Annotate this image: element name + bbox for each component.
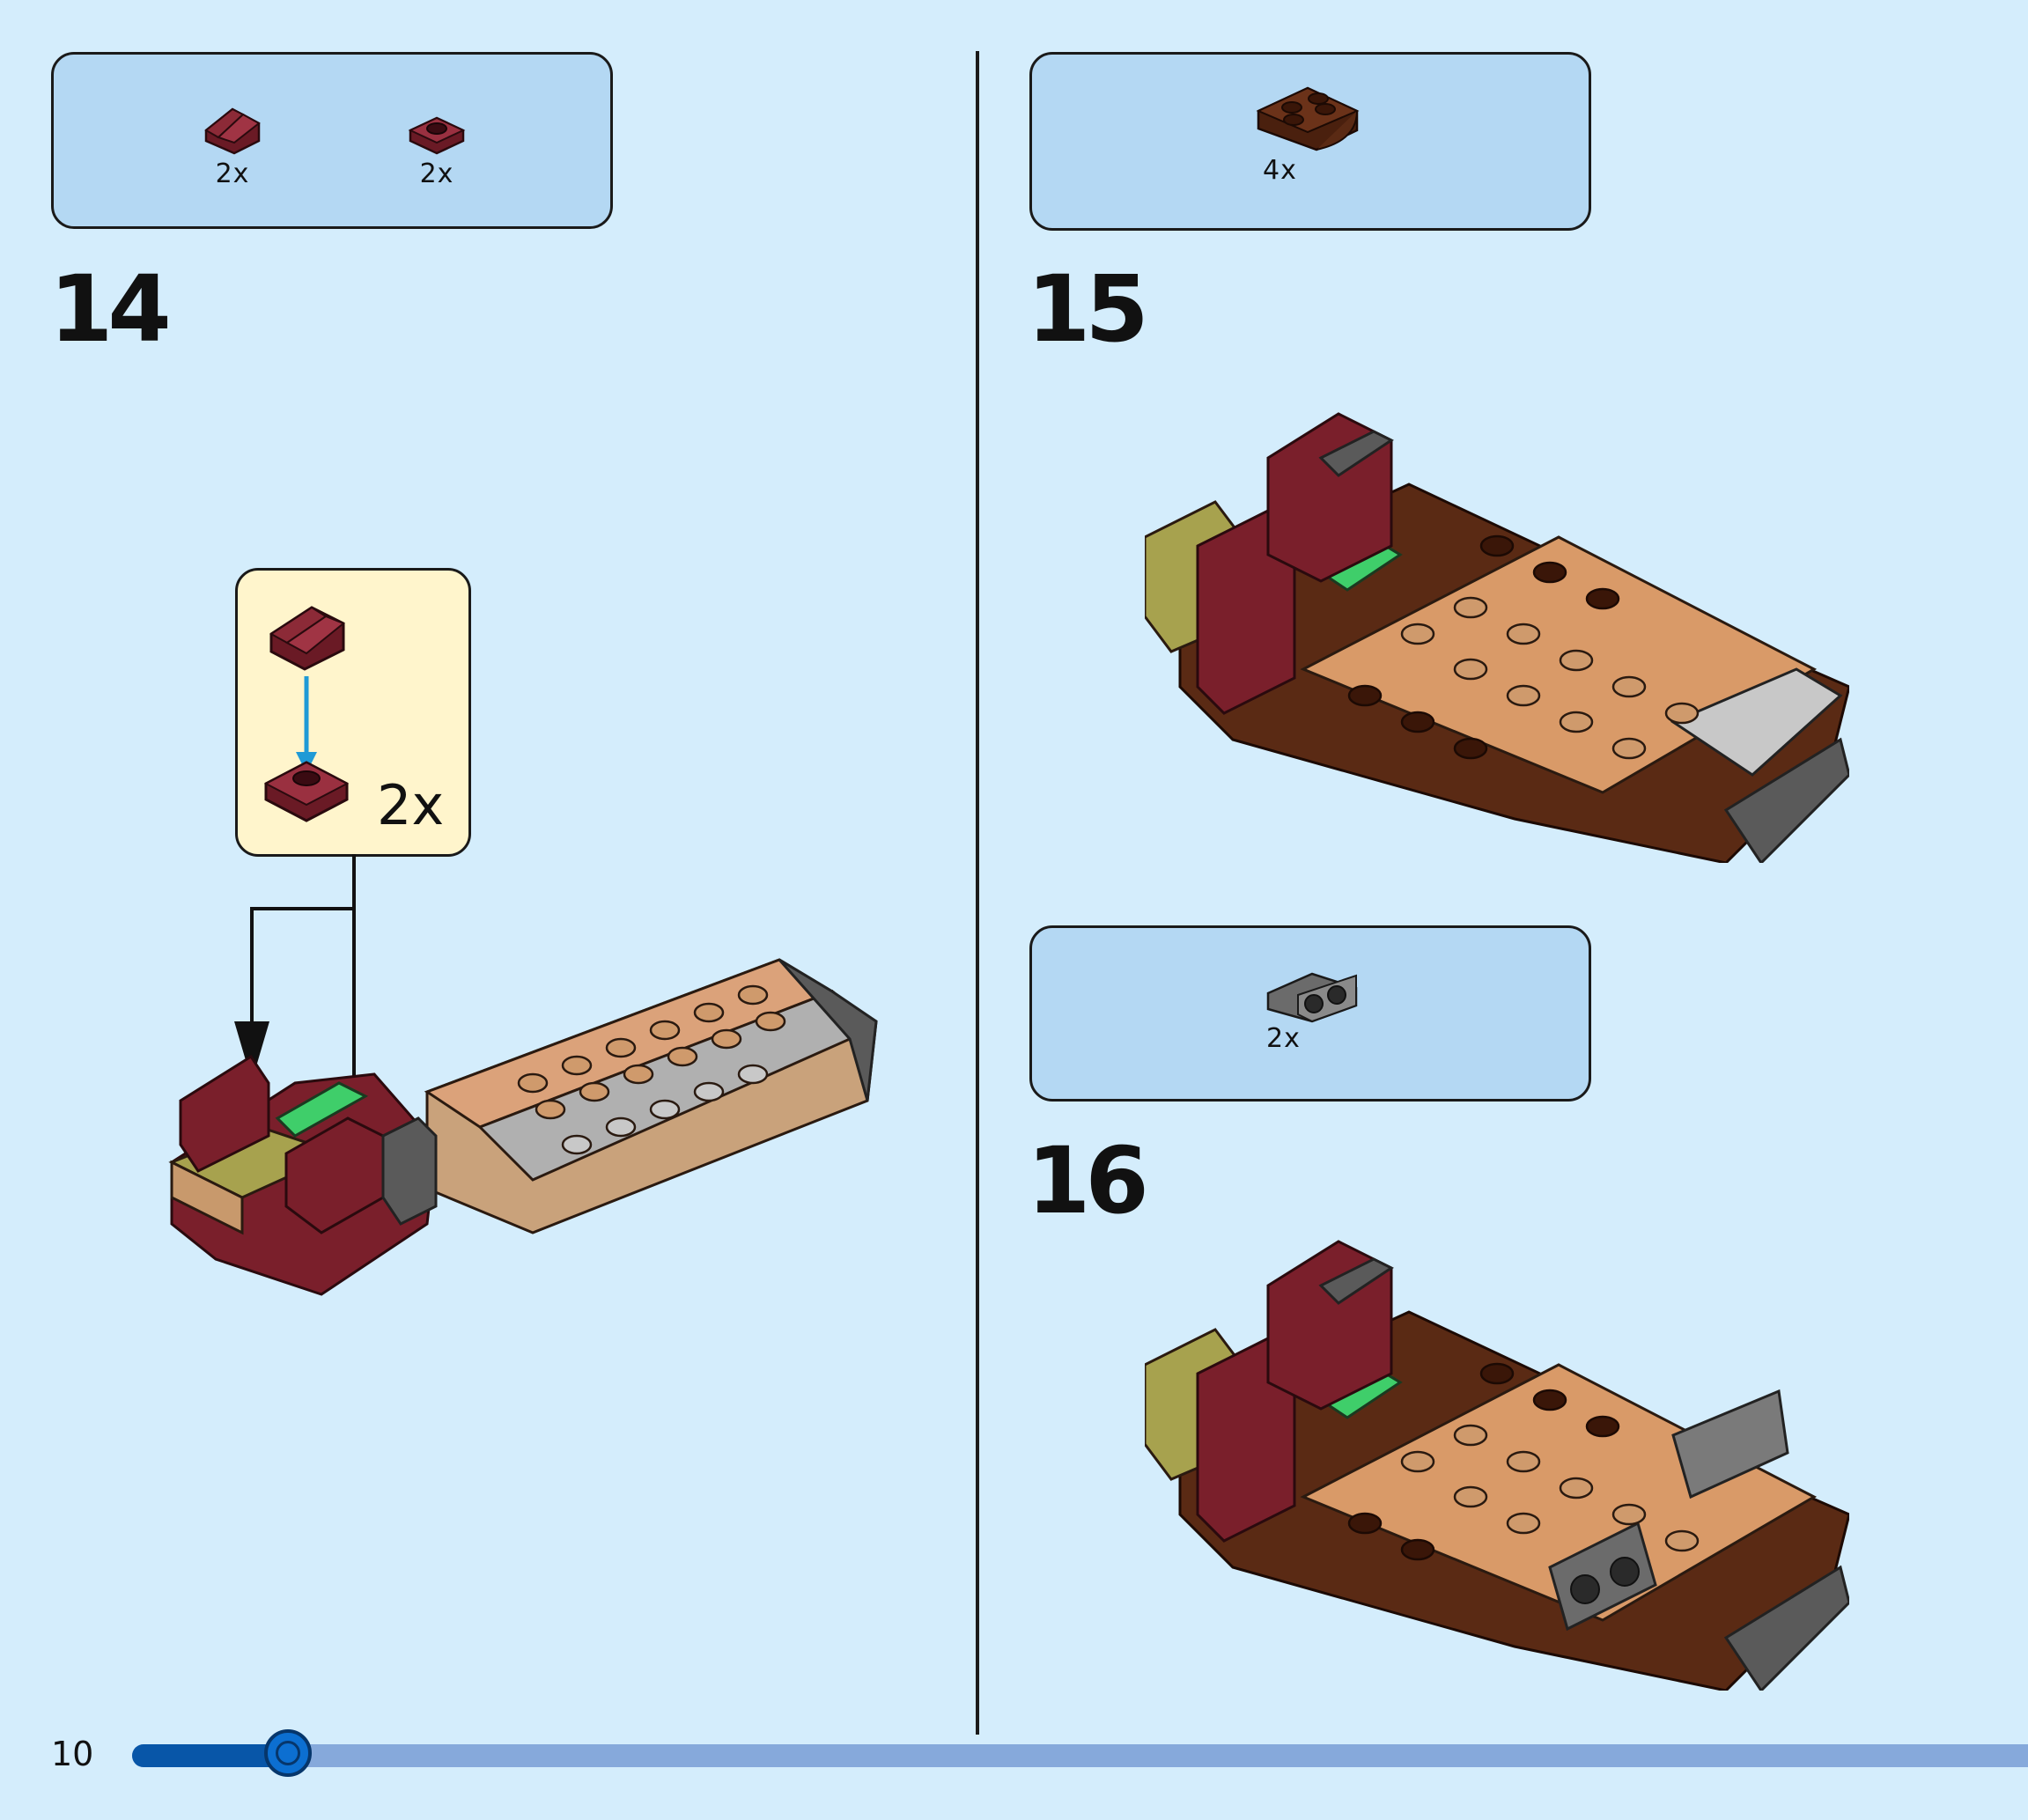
part-bracket-step-16: 2x: [1259, 969, 1365, 1054]
part-curved-slope-step-15: 4x: [1250, 79, 1365, 186]
step-number-15: 15: [1027, 255, 1144, 363]
part-qty: 4x: [1250, 155, 1365, 186]
part-qty: 2x: [193, 158, 272, 189]
part-plate-step-14: 2x: [402, 111, 472, 189]
bracket-plate-icon: [1263, 969, 1361, 1023]
parts-box-step-14: 2x 2x: [51, 52, 613, 229]
parts-box-step-16: 2x: [1029, 925, 1591, 1102]
curved-slope-icon: [1253, 79, 1362, 155]
slope-brick-icon: [199, 97, 266, 158]
assembly-diagram: [255, 588, 396, 835]
round-plate-icon: [405, 111, 468, 158]
part-slope-step-14: 2x: [193, 97, 272, 189]
progress-bar: [132, 1744, 2028, 1767]
model-step-16: [1145, 1233, 1849, 1691]
step-number-16: 16: [1027, 1127, 1144, 1234]
parts-box-step-15: 4x: [1029, 52, 1591, 231]
column-divider: [976, 51, 979, 1735]
progress-knob: [264, 1729, 312, 1777]
model-step-14: [163, 942, 885, 1321]
callout-qty: 2x: [377, 773, 444, 837]
sub-assembly-callout: 2x: [235, 568, 471, 857]
part-qty: 2x: [1259, 1023, 1365, 1054]
model-step-15: [1145, 405, 1849, 863]
page-number: 10: [51, 1735, 93, 1773]
step-number-14: 14: [49, 255, 166, 363]
part-qty: 2x: [402, 158, 472, 189]
